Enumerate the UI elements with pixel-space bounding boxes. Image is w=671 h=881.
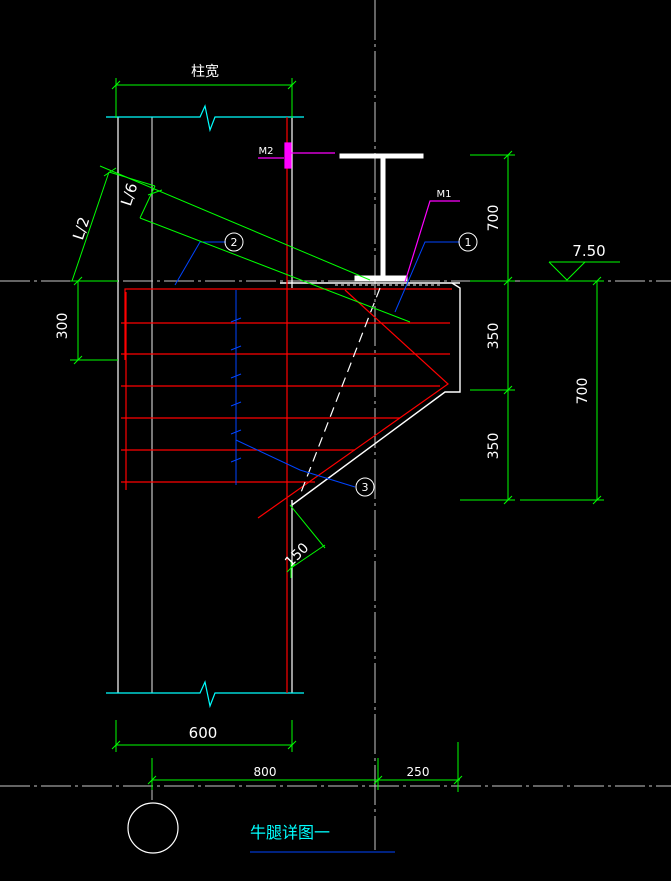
break-lines xyxy=(106,104,304,709)
dim-right-top: 700 xyxy=(486,205,502,232)
dim-axis-right: 250 xyxy=(407,765,430,779)
stirrups xyxy=(230,290,242,485)
rebar xyxy=(121,117,452,693)
dim-left-300: 300 xyxy=(55,313,71,340)
dim-right-total: 700 xyxy=(575,378,591,405)
column-outline xyxy=(117,117,293,693)
plate-m1-label: M1 xyxy=(437,189,452,200)
steel-beam xyxy=(335,153,440,286)
axis-bubble xyxy=(127,802,179,854)
label-l6: L/6 xyxy=(117,181,141,208)
dim-right-low: 350 xyxy=(486,433,502,460)
leaders xyxy=(174,241,460,488)
inclined-dashed-line xyxy=(299,287,381,496)
elevation-value: 7.50 xyxy=(572,242,605,260)
drawing-title: 牛腿详图一 xyxy=(250,823,330,842)
callout-2: 2 xyxy=(231,236,238,249)
axis-lines xyxy=(0,0,671,850)
plate-m2-label: M2 xyxy=(259,146,274,157)
dim-right-mid: 350 xyxy=(486,323,502,350)
callout-3: 3 xyxy=(362,481,369,494)
callout-1: 1 xyxy=(465,236,472,249)
column-width-label: 柱宽 xyxy=(191,63,219,80)
dim-column-width: 600 xyxy=(189,724,218,742)
plates xyxy=(258,142,460,283)
callout-circles xyxy=(224,232,478,497)
dimensions xyxy=(70,78,620,792)
dim-axis-left: 800 xyxy=(254,765,277,779)
label-l2: L/2 xyxy=(69,215,93,242)
